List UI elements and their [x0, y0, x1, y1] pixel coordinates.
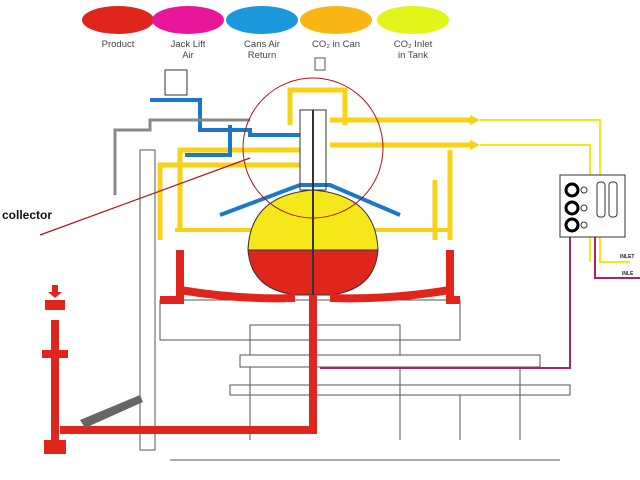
control-panel: INLET INLE: [559, 174, 634, 277]
jack-handle: [80, 395, 143, 428]
legend-label: in Tank: [398, 50, 428, 61]
product-tank: [247, 109, 379, 300]
air-piping-white: [113, 118, 250, 195]
legend: Product Jack Lift Air Cans Air Return CO…: [82, 6, 449, 61]
machine-frame: [139, 57, 571, 461]
legend-label: CO₂ in Can: [312, 39, 360, 50]
legend-swatch-cans-air-return: [226, 6, 298, 34]
legend-swatch-co2-in-can: [300, 6, 372, 34]
legend-label: Product: [102, 39, 135, 50]
product-piping: [51, 250, 460, 440]
legend-swatch-product: [82, 6, 154, 34]
inlet-label: INLE: [622, 271, 634, 277]
legend-label: CO₂ Inlet: [394, 39, 433, 50]
product-valve-stack: [42, 285, 68, 454]
legend-label: Jack Lift: [171, 39, 206, 50]
inlet-arrows: [470, 115, 480, 150]
legend-label: Return: [248, 50, 277, 61]
legend-label: Cans Air: [244, 39, 280, 50]
callout-label: collector: [2, 208, 52, 222]
jack-lift-air-piping: [320, 237, 640, 369]
legend-swatch-jack-lift-air: [152, 6, 224, 34]
collector-callout: collector: [2, 77, 384, 236]
legend-swatch-co2-inlet-tank: [377, 6, 449, 34]
inlet-label: INLET: [620, 254, 634, 260]
legend-label: Air: [182, 50, 194, 61]
air-return-piping: [150, 98, 401, 217]
